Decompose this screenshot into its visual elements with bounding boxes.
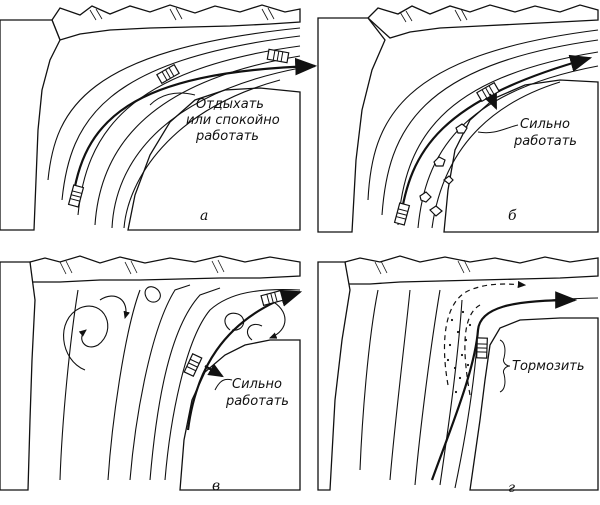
panel-b-caption-pointer [477,124,519,134]
panel-b-shallows [419,123,468,217]
panel-b-top-bank [367,4,599,39]
panel-d-kayak [476,337,488,359]
panel-a: Отдыхать или спокойно работать а [0,4,318,231]
panel-c-caption-pointer [214,378,233,391]
panel-a-flow-lines [47,27,301,229]
panel-a-caption-pointer [149,92,196,106]
panel-a-kayak-upper [266,48,290,64]
panel-b-letter: б [508,208,517,224]
panel-b-kayak-lower [393,202,411,226]
panel-c-rock-hatching [59,259,225,275]
panel-c-kayak-lower [183,353,203,377]
panel-d-caption-brace [499,339,511,393]
panel-a-kayak-lower [67,184,85,208]
panel-b-inner-bank [443,79,599,233]
panel-a-kayak-middle [156,63,180,85]
panel-a-rock-hatching [89,7,275,21]
panel-b: Сильно работать б [317,4,599,233]
panel-c-top-bank [29,255,301,283]
panel-d-shallow-dots [446,310,472,394]
panel-c-letter: в [212,478,220,494]
panel-d-left-bank [317,261,351,491]
panel-b-left-bank [317,17,386,233]
panel-c-flow-lines [59,284,301,481]
panel-b-caption: Сильно работать [513,117,577,149]
panel-d-caption: Тормозить [512,359,585,374]
panel-c-left-bank [0,261,36,491]
panel-c-paddle-arrow [204,363,224,378]
panel-d-dashed-course-1 [443,280,527,386]
panel-d-top-bank [344,255,599,285]
panel-b-rock-hatching [399,8,468,23]
panel-a-top-bank [51,4,301,41]
panel-d-rock-hatching [374,259,471,275]
panel-d-inner-bank [469,317,599,491]
panel-b-course-arrow [398,54,593,223]
panel-d-course-arrow [430,291,578,481]
panel-a-course-arrow [70,57,318,206]
panel-d: Тормозить г [317,255,599,496]
panel-b-paddle-arrow [484,93,498,111]
panel-d-dashed-course-2 [464,304,481,396]
panel-c-eddies [63,286,286,371]
panel-a-inner-bank [127,87,301,231]
panel-c-kayak-upper [260,289,284,307]
panel-c-caption: Сильно работать [225,377,289,409]
panel-d-letter: г [508,480,515,496]
panel-a-letter: а [200,208,208,224]
panel-c: Сильно работать в [0,255,303,494]
panel-a-left-bank [0,19,61,231]
panel-a-caption: Отдыхать или спокойно работать [186,97,284,144]
